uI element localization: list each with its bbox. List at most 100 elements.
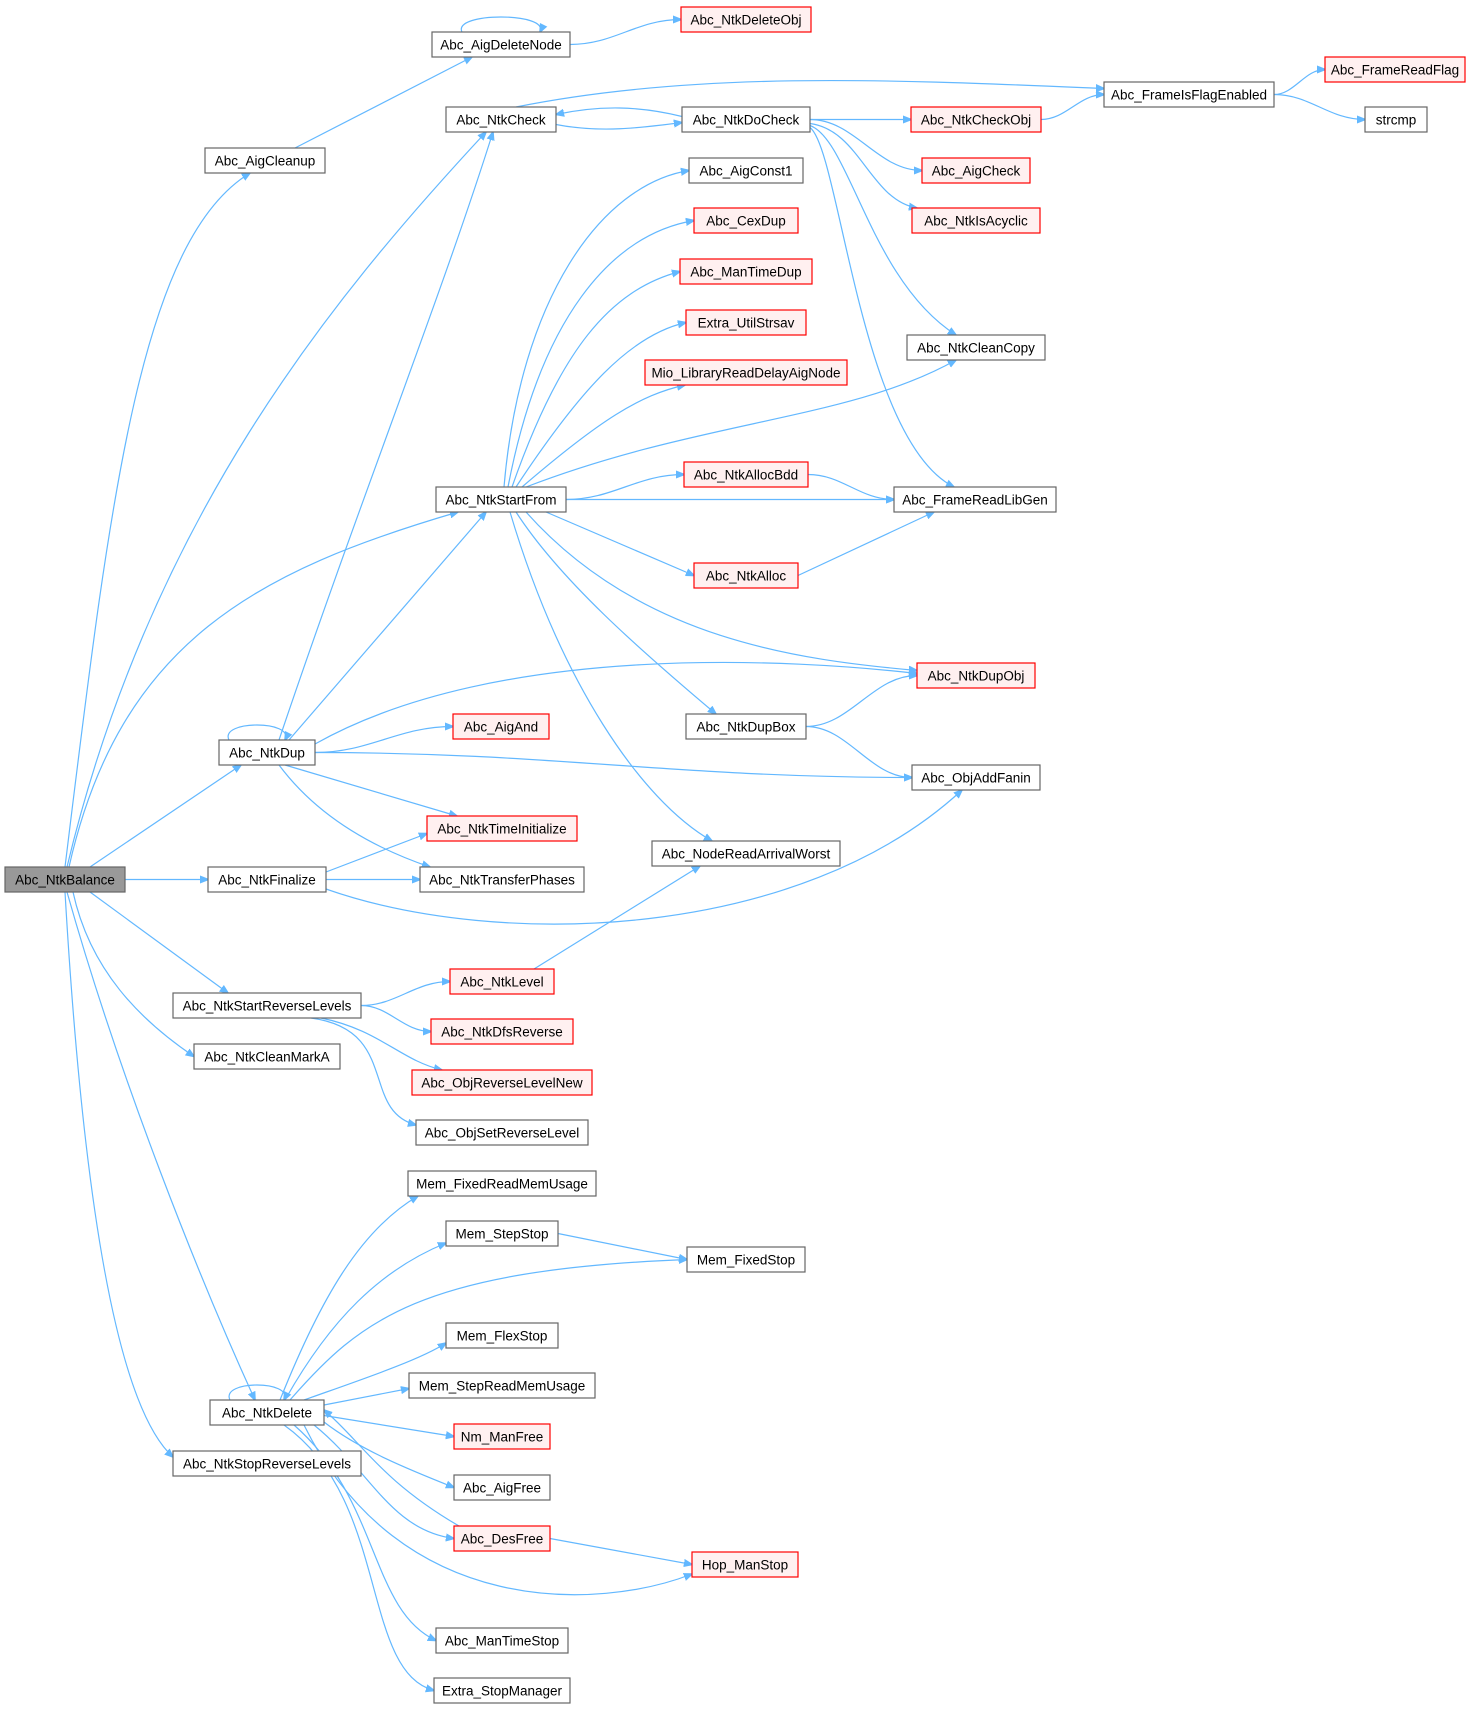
node-Mio_LibraryReadDelayAigNode[interactable]: Mio_LibraryReadDelayAigNode <box>644 359 848 386</box>
node-box[interactable] <box>910 106 1042 133</box>
node-Abc_NtkStopReverseLevels[interactable]: Abc_NtkStopReverseLevels <box>172 1450 362 1477</box>
node-box[interactable] <box>411 1069 593 1096</box>
node-box[interactable] <box>419 866 585 893</box>
node-Abc_FrameReadLibGen[interactable]: Abc_FrameReadLibGen <box>893 486 1057 513</box>
node-Abc_NtkCleanMarkA[interactable]: Abc_NtkCleanMarkA <box>193 1043 341 1070</box>
node-Abc_NtkCheckObj[interactable]: Abc_NtkCheckObj <box>910 106 1042 133</box>
node-box[interactable] <box>685 309 807 336</box>
node-Abc_NtkCheck[interactable]: Abc_NtkCheck <box>445 106 557 133</box>
node-Abc_ManTimeStop[interactable]: Abc_ManTimeStop <box>435 1627 569 1654</box>
node-Nm_ManFree[interactable]: Nm_ManFree <box>453 1423 551 1450</box>
node-Abc_NtkDelete[interactable]: Abc_NtkDelete <box>209 1399 325 1426</box>
node-box[interactable] <box>433 1677 571 1704</box>
node-Mem_FixedReadMemUsage[interactable]: Mem_FixedReadMemUsage <box>407 1170 597 1197</box>
node-Abc_AigCleanup[interactable]: Abc_AigCleanup <box>204 147 326 174</box>
node-Abc_NtkDupBox[interactable]: Abc_NtkDupBox <box>685 713 807 740</box>
node-box[interactable] <box>681 106 811 133</box>
node-box[interactable] <box>445 1322 559 1349</box>
node-box[interactable] <box>435 486 567 513</box>
node-box[interactable] <box>430 1018 574 1045</box>
node-Mem_FixedStop[interactable]: Mem_FixedStop <box>686 1246 806 1273</box>
node-Abc_NodeReadArrivalWorst[interactable]: Abc_NodeReadArrivalWorst <box>651 840 841 867</box>
node-Hop_ManStop[interactable]: Hop_ManStop <box>691 1551 799 1578</box>
node-box[interactable] <box>209 1399 325 1426</box>
node-Mem_FlexStop[interactable]: Mem_FlexStop <box>445 1322 559 1349</box>
node-Abc_ManTimeDup[interactable]: Abc_ManTimeDup <box>679 258 813 285</box>
node-Abc_NtkDeleteObj[interactable]: Abc_NtkDeleteObj <box>680 6 812 33</box>
node-Abc_NtkDoCheck[interactable]: Abc_NtkDoCheck <box>681 106 811 133</box>
node-Abc_NtkStartFrom[interactable]: Abc_NtkStartFrom <box>435 486 567 513</box>
node-Abc_NtkDfsReverse[interactable]: Abc_NtkDfsReverse <box>430 1018 574 1045</box>
node-Abc_AigConst1[interactable]: Abc_AigConst1 <box>688 157 804 184</box>
node-box[interactable] <box>693 562 799 589</box>
node-Abc_NtkTimeInitialize[interactable]: Abc_NtkTimeInitialize <box>426 815 578 842</box>
node-box[interactable] <box>691 1551 799 1578</box>
node-Abc_ObjSetReverseLevel[interactable]: Abc_ObjSetReverseLevel <box>415 1119 589 1146</box>
node-box[interactable] <box>445 106 557 133</box>
node-box[interactable] <box>921 157 1031 184</box>
node-box[interactable] <box>415 1119 589 1146</box>
node-Abc_NtkDupObj[interactable]: Abc_NtkDupObj <box>916 662 1036 689</box>
node-Abc_AigDeleteNode[interactable]: Abc_AigDeleteNode <box>431 31 571 58</box>
node-Abc_NtkTransferPhases[interactable]: Abc_NtkTransferPhases <box>419 866 585 893</box>
node-Abc_NtkCleanCopy[interactable]: Abc_NtkCleanCopy <box>906 334 1046 361</box>
node-Abc_NtkAlloc[interactable]: Abc_NtkAlloc <box>693 562 799 589</box>
node-box[interactable] <box>426 815 578 842</box>
node-box[interactable] <box>172 992 362 1019</box>
node-box[interactable] <box>453 1474 551 1501</box>
node-strcmp[interactable]: strcmp <box>1364 106 1428 133</box>
node-Extra_StopManager[interactable]: Extra_StopManager <box>433 1677 571 1704</box>
node-box[interactable] <box>680 6 812 33</box>
node-box[interactable] <box>906 334 1046 361</box>
node-box[interactable] <box>911 207 1041 234</box>
node-box[interactable] <box>683 461 809 488</box>
node-box[interactable] <box>453 1525 551 1552</box>
node-box[interactable] <box>1324 56 1466 83</box>
node-Abc_NtkDup[interactable]: Abc_NtkDup <box>218 739 316 766</box>
node-box[interactable] <box>679 258 813 285</box>
node-box[interactable] <box>431 31 571 58</box>
node-Abc_NtkAllocBdd[interactable]: Abc_NtkAllocBdd <box>683 461 809 488</box>
node-Abc_ObjReverseLevelNew[interactable]: Abc_ObjReverseLevelNew <box>411 1069 593 1096</box>
node-box[interactable] <box>685 713 807 740</box>
node-box[interactable] <box>452 713 550 740</box>
node-box[interactable] <box>204 147 326 174</box>
node-box[interactable] <box>435 1627 569 1654</box>
node-Extra_UtilStrsav[interactable]: Extra_UtilStrsav <box>685 309 807 336</box>
node-box[interactable] <box>893 486 1057 513</box>
node-Abc_AigCheck[interactable]: Abc_AigCheck <box>921 157 1031 184</box>
node-box[interactable] <box>644 359 848 386</box>
node-Abc_DesFree[interactable]: Abc_DesFree <box>453 1525 551 1552</box>
node-box[interactable] <box>693 207 799 234</box>
node-Abc_AigFree[interactable]: Abc_AigFree <box>453 1474 551 1501</box>
node-Abc_NtkLevel[interactable]: Abc_NtkLevel <box>449 968 555 995</box>
node-Abc_AigAnd[interactable]: Abc_AigAnd <box>452 713 550 740</box>
node-Abc_FrameIsFlagEnabled[interactable]: Abc_FrameIsFlagEnabled <box>1103 81 1275 108</box>
node-Abc_CexDup[interactable]: Abc_CexDup <box>693 207 799 234</box>
node-box[interactable] <box>916 662 1036 689</box>
node-box[interactable] <box>172 1450 362 1477</box>
node-box[interactable] <box>1364 106 1428 133</box>
node-box[interactable] <box>453 1423 551 1450</box>
node-Mem_StepStop[interactable]: Mem_StepStop <box>445 1220 559 1247</box>
node-box[interactable] <box>193 1043 341 1070</box>
node-box[interactable] <box>911 764 1041 791</box>
node-Abc_NtkStartReverseLevels[interactable]: Abc_NtkStartReverseLevels <box>172 992 362 1019</box>
node-box[interactable] <box>688 157 804 184</box>
node-box[interactable] <box>445 1220 559 1247</box>
node-Mem_StepReadMemUsage[interactable]: Mem_StepReadMemUsage <box>408 1372 596 1399</box>
node-Abc_NtkIsAcyclic[interactable]: Abc_NtkIsAcyclic <box>911 207 1041 234</box>
node-box[interactable] <box>207 866 327 893</box>
node-box[interactable] <box>408 1372 596 1399</box>
node-Abc_NtkBalance[interactable]: Abc_NtkBalance <box>4 866 126 893</box>
node-box[interactable] <box>686 1246 806 1273</box>
node-Abc_NtkFinalize[interactable]: Abc_NtkFinalize <box>207 866 327 893</box>
node-Abc_FrameReadFlag[interactable]: Abc_FrameReadFlag <box>1324 56 1466 83</box>
node-box[interactable] <box>449 968 555 995</box>
node-box[interactable] <box>4 866 126 893</box>
node-Abc_ObjAddFanin[interactable]: Abc_ObjAddFanin <box>911 764 1041 791</box>
node-box[interactable] <box>407 1170 597 1197</box>
node-box[interactable] <box>1103 81 1275 108</box>
node-box[interactable] <box>651 840 841 867</box>
node-box[interactable] <box>218 739 316 766</box>
